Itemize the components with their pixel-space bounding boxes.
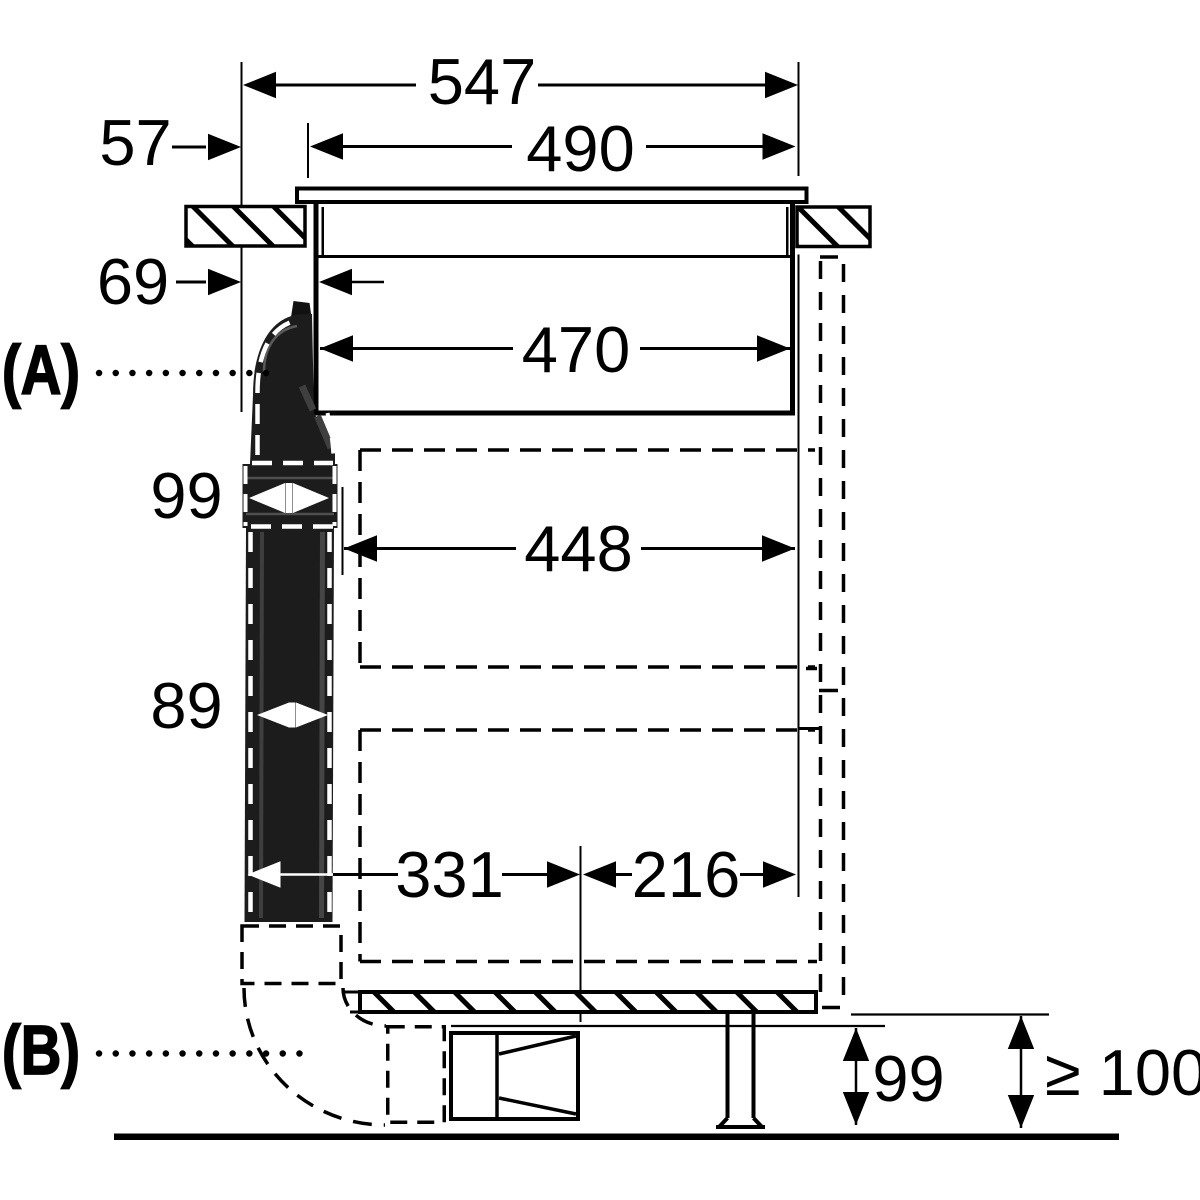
svg-text:89: 89 (150, 669, 222, 742)
svg-text:490: 490 (526, 112, 634, 185)
svg-text:99: 99 (150, 459, 222, 532)
svg-text:69: 69 (97, 245, 169, 318)
svg-text:≥ 100: ≥ 100 (1045, 1036, 1200, 1109)
svg-text:(B): (B) (2, 1011, 80, 1089)
svg-text:331: 331 (395, 838, 503, 911)
svg-text:99: 99 (872, 1042, 944, 1115)
svg-text:470: 470 (522, 313, 630, 386)
svg-text:57: 57 (99, 106, 171, 179)
svg-text:(A): (A) (2, 331, 80, 409)
svg-text:448: 448 (524, 512, 632, 585)
svg-text:547: 547 (428, 45, 536, 118)
svg-text:216: 216 (632, 838, 740, 911)
